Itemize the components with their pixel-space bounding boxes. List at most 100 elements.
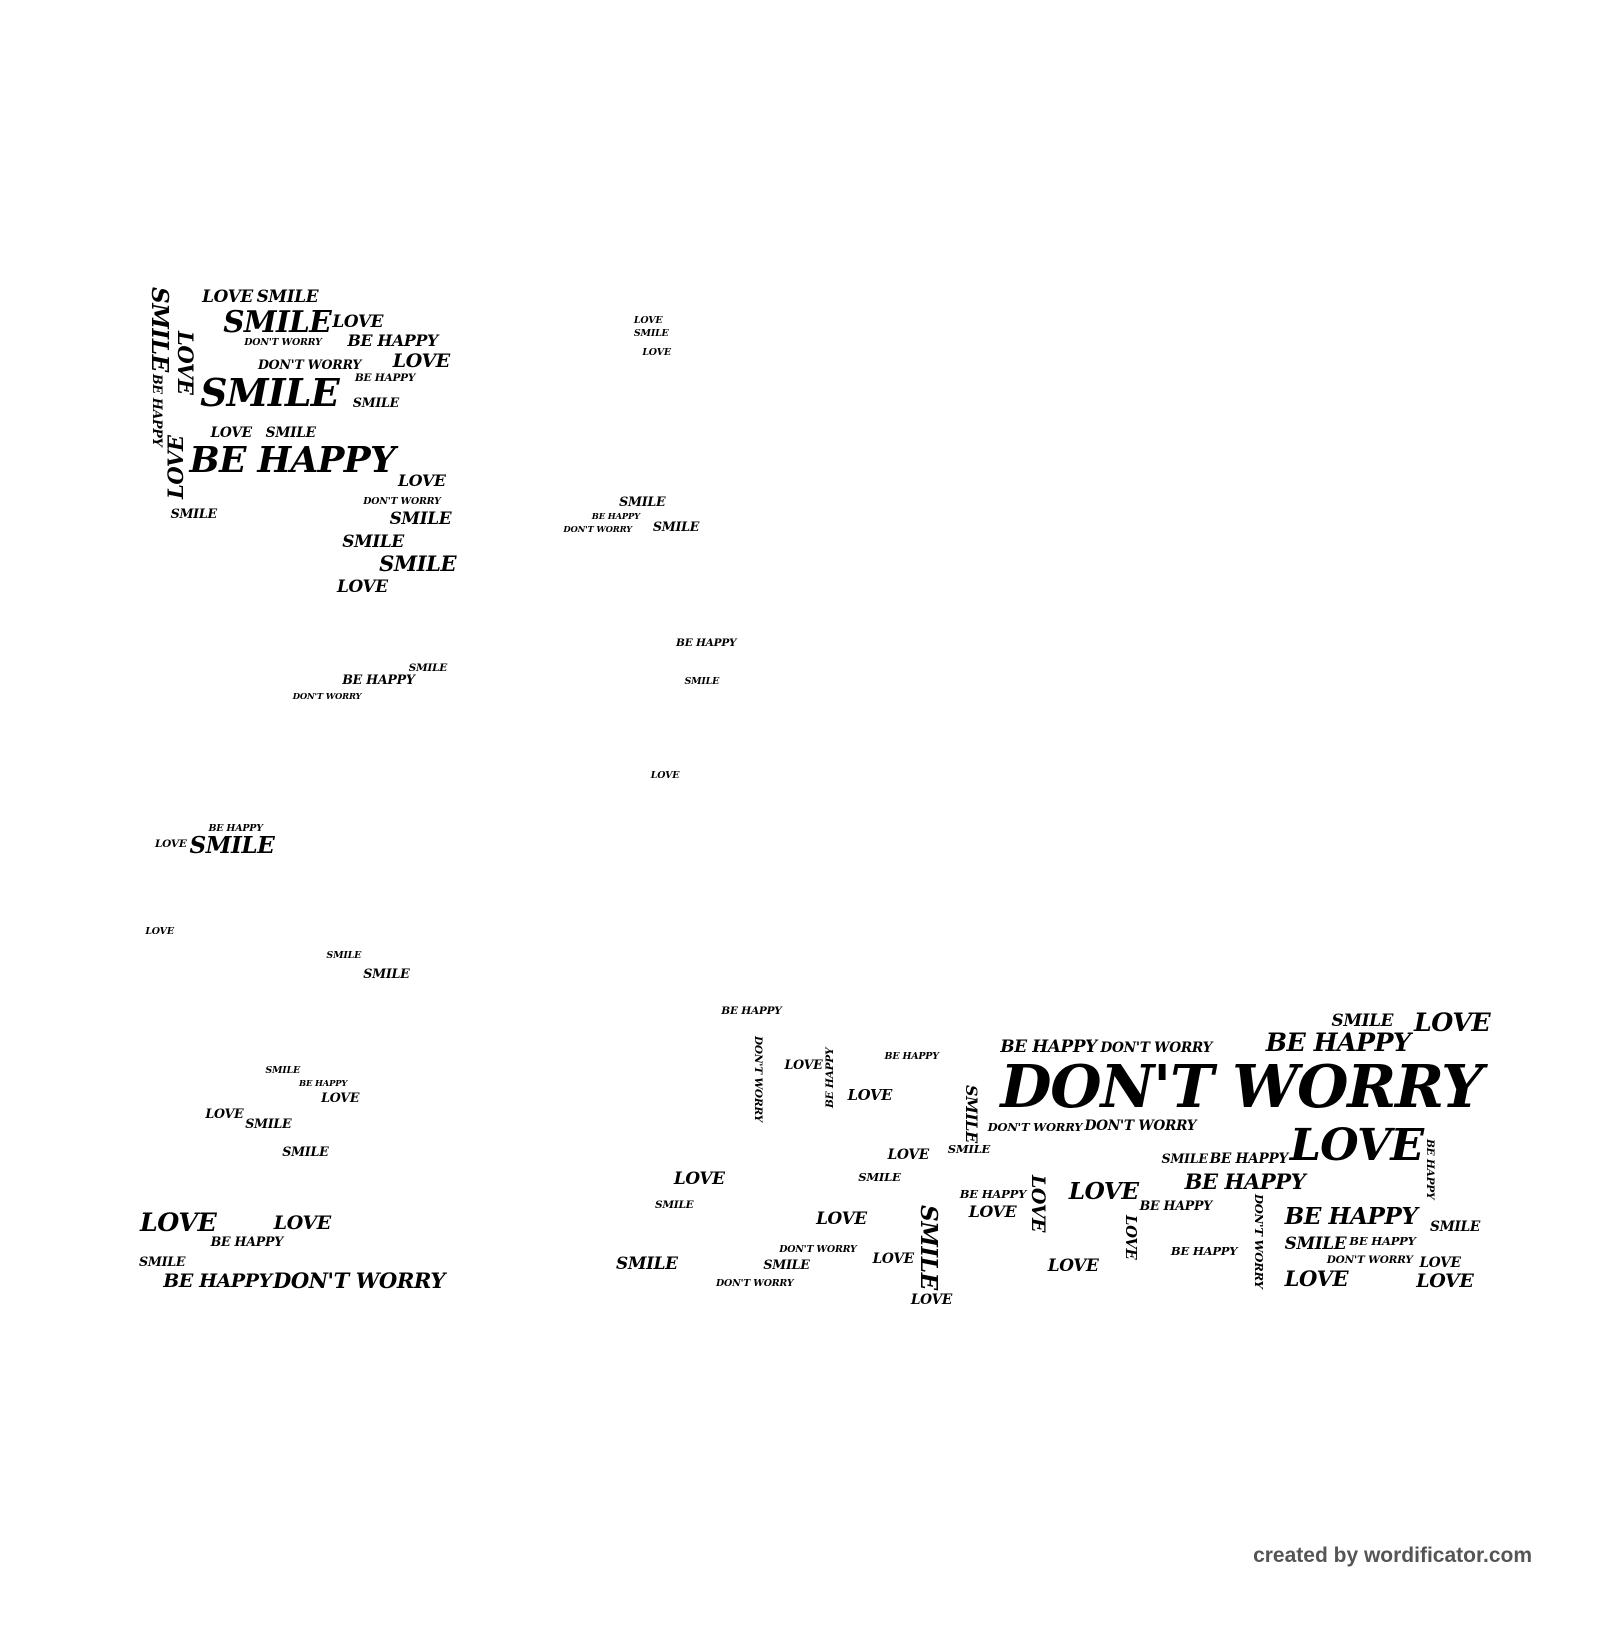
word-smile: SMILE [1331,1009,1394,1030]
word-smile: SMILE [616,1253,678,1274]
word-smile: SMILE [200,370,340,416]
word-be-happy: BE HAPPY [1000,1036,1097,1057]
word-be-happy: BE HAPPY [189,439,396,482]
word-dont-worry: DON'T WORRY [292,691,362,702]
word-smile: SMILE [408,661,448,674]
word-smile: SMILE [265,424,316,441]
word-love: LOVE [1122,1214,1140,1260]
word-be-happy: BE HAPPY [163,1269,272,1292]
word-smile: SMILE [223,304,332,340]
word-smile: SMILE [947,1142,991,1157]
word-smile: SMILE [763,1256,810,1272]
word-love: LOVE [145,926,174,938]
word-smile: SMILE [138,1253,186,1269]
word-dont-worry: DON'T WORRY [1000,1052,1483,1122]
word-be-happy: BE HAPPY [347,330,438,350]
word-love: LOVE [968,1202,1017,1222]
word-be-happy: BE HAPPY [721,1004,782,1017]
word-smile: SMILE [342,531,404,552]
word-love: LOVE [1026,1174,1049,1232]
word-love: LOVE [392,350,450,373]
word-smile: SMILE [619,494,666,510]
credit-footer: created by wordificator.com [1253,1544,1532,1567]
word-dont-worry: DON'T WORRY [563,524,633,535]
word-love: LOVE [633,314,663,326]
word-dont-worry: DON'T WORRY [1326,1254,1413,1267]
word-dont-worry: DON'T WORRY [363,496,441,508]
word-smile: SMILE [170,505,217,521]
word-smile: SMILE [265,1065,301,1077]
word-be-happy: BE HAPPY [342,672,415,688]
word-love: LOVE [321,1090,360,1106]
word-smile: SMILE [245,1115,292,1131]
word-be-happy: BE HAPPY [1265,1027,1411,1057]
word-smile: SMILE [282,1144,329,1160]
word-be-happy: BE HAPPY [591,511,640,522]
word-dont-worry: DON'T WORRY [752,1036,765,1123]
word-love: LOVE [202,285,253,306]
word-love: LOVE [172,330,198,395]
word-love: LOVE [673,1168,725,1189]
word-smile: SMILE [684,675,720,687]
word-love: LOVE [273,1211,331,1234]
word-smile: SMILE [654,1199,694,1212]
word-smile: SMILE [256,285,319,306]
word-dont-worry: DON'T WORRY [1251,1194,1266,1289]
word-smile: SMILE [352,395,399,411]
word-smile: SMILE [1284,1233,1347,1254]
word-love: LOVE [1068,1177,1139,1205]
word-smile: SMILE [189,832,275,860]
word-dont-worry: DON'T WORRY [272,1267,445,1293]
word-love: LOVE [1419,1254,1461,1271]
word-dont-worry: DON'T WORRY [1100,1040,1213,1057]
word-be-happy: BE HAPPY [884,1050,939,1062]
word-love: LOVE [847,1086,893,1104]
word-dont-worry: DON'T WORRY [1084,1118,1197,1134]
word-be-happy: BE HAPPY [299,1077,348,1088]
word-be-happy: BE HAPPY [208,822,263,834]
word-be-happy: BE HAPPY [1424,1139,1437,1200]
word-love: LOVE [332,310,384,331]
word-be-happy: BE HAPPY [354,372,416,385]
word-dont-worry: DON'T WORRY [257,357,362,373]
word-love: LOVE [336,576,388,597]
word-be-happy: BE HAPPY [1349,1234,1416,1249]
word-love: LOVE [154,838,187,851]
word-smile: SMILE [145,286,173,372]
word-dont-worry: DON'T WORRY [987,1119,1083,1134]
word-love: LOVE [1289,1118,1424,1171]
word-smile: SMILE [858,1170,901,1185]
word-be-happy: BE HAPPY [1139,1198,1213,1214]
word-love: LOVE [816,1208,867,1229]
word-love: LOVE [887,1147,929,1164]
word-love: LOVE [642,347,671,359]
word-smile: SMILE [1161,1151,1208,1167]
word-love: LOVE [650,769,680,781]
word-be-happy: BE HAPPY [150,373,166,447]
word-be-happy: BE HAPPY [959,1187,1027,1202]
word-smile: SMILE [962,1084,982,1143]
word-smile: SMILE [652,518,700,534]
word-dont-worry: DON'T WORRY [716,1278,794,1290]
word-smile: SMILE [363,966,410,982]
word-love: LOVE [162,435,188,500]
word-love: LOVE [910,1291,953,1308]
word-love: LOVE [1284,1265,1349,1291]
word-be-happy: BE HAPPY [1284,1203,1418,1231]
word-be-happy: BE HAPPY [210,1234,284,1250]
word-love: LOVE [205,1106,244,1122]
word-love: LOVE [872,1250,914,1267]
word-smile: SMILE [1429,1219,1481,1236]
word-smile: SMILE [915,1205,943,1290]
word-be-happy: BE HAPPY [1209,1150,1289,1167]
word-love: LOVE [1414,1006,1491,1037]
word-dont-worry: DON'T WORRY [244,336,322,348]
word-love: LOVE [1416,1269,1474,1292]
word-smile: SMILE [633,328,669,340]
word-smile: SMILE [389,507,452,528]
word-be-happy: BE HAPPY [1170,1243,1238,1258]
word-be-happy: BE HAPPY [824,1047,837,1108]
word-be-happy: BE HAPPY [1184,1168,1306,1194]
word-smile: SMILE [326,949,362,961]
